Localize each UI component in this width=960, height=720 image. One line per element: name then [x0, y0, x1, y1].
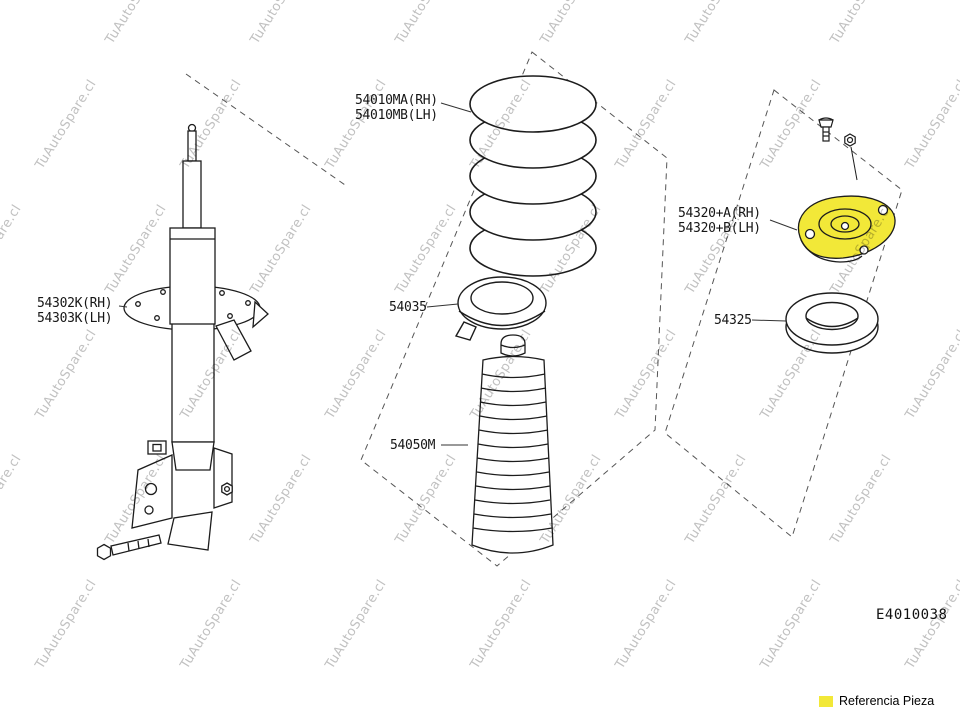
strut-assembly: [96, 123, 269, 561]
label-line: 54302K(RH): [37, 296, 113, 311]
label-line: 54010MB(LH): [355, 108, 438, 123]
dust-boot: [471, 334, 554, 554]
label-mount: 54320+A(RH) 54320+B(LH): [678, 206, 761, 236]
spring-seat: [454, 276, 547, 341]
strut-nut: [221, 482, 233, 496]
mount-nut: [844, 133, 856, 147]
legend-swatch: [819, 695, 833, 707]
legend-label: Referencia Pieza: [839, 694, 935, 708]
label-line: 54303K(LH): [37, 311, 113, 326]
legend: Referencia Pieza: [819, 694, 934, 708]
diagram-code: E4010038: [876, 607, 948, 623]
coil-spring: [469, 75, 597, 277]
flange-tab: [215, 319, 252, 361]
label-line: 54010MA(RH): [355, 93, 438, 108]
bearing-seat: [785, 292, 879, 354]
label-line: 54325: [714, 313, 752, 328]
label-seat: 54035: [389, 300, 427, 315]
strut-mount: [798, 195, 896, 263]
label-line: 54320+A(RH): [678, 206, 761, 221]
label-strut: 54302K(RH) 54303K(LH): [37, 296, 113, 326]
construction-lines: [185, 51, 903, 567]
label-boot: 54050M: [390, 438, 435, 453]
label-spring: 54010MA(RH) 54010MB(LH): [355, 93, 438, 123]
mount-fasteners: [818, 117, 858, 181]
label-bearing: 54325: [714, 313, 752, 328]
label-line: 54050M: [390, 438, 436, 453]
leader-lines: [118, 102, 798, 446]
label-line: 54035: [389, 300, 427, 315]
mount-bolt: [818, 117, 834, 142]
strut-bolt: [96, 534, 162, 561]
label-line: 54320+B(LH): [678, 221, 761, 236]
